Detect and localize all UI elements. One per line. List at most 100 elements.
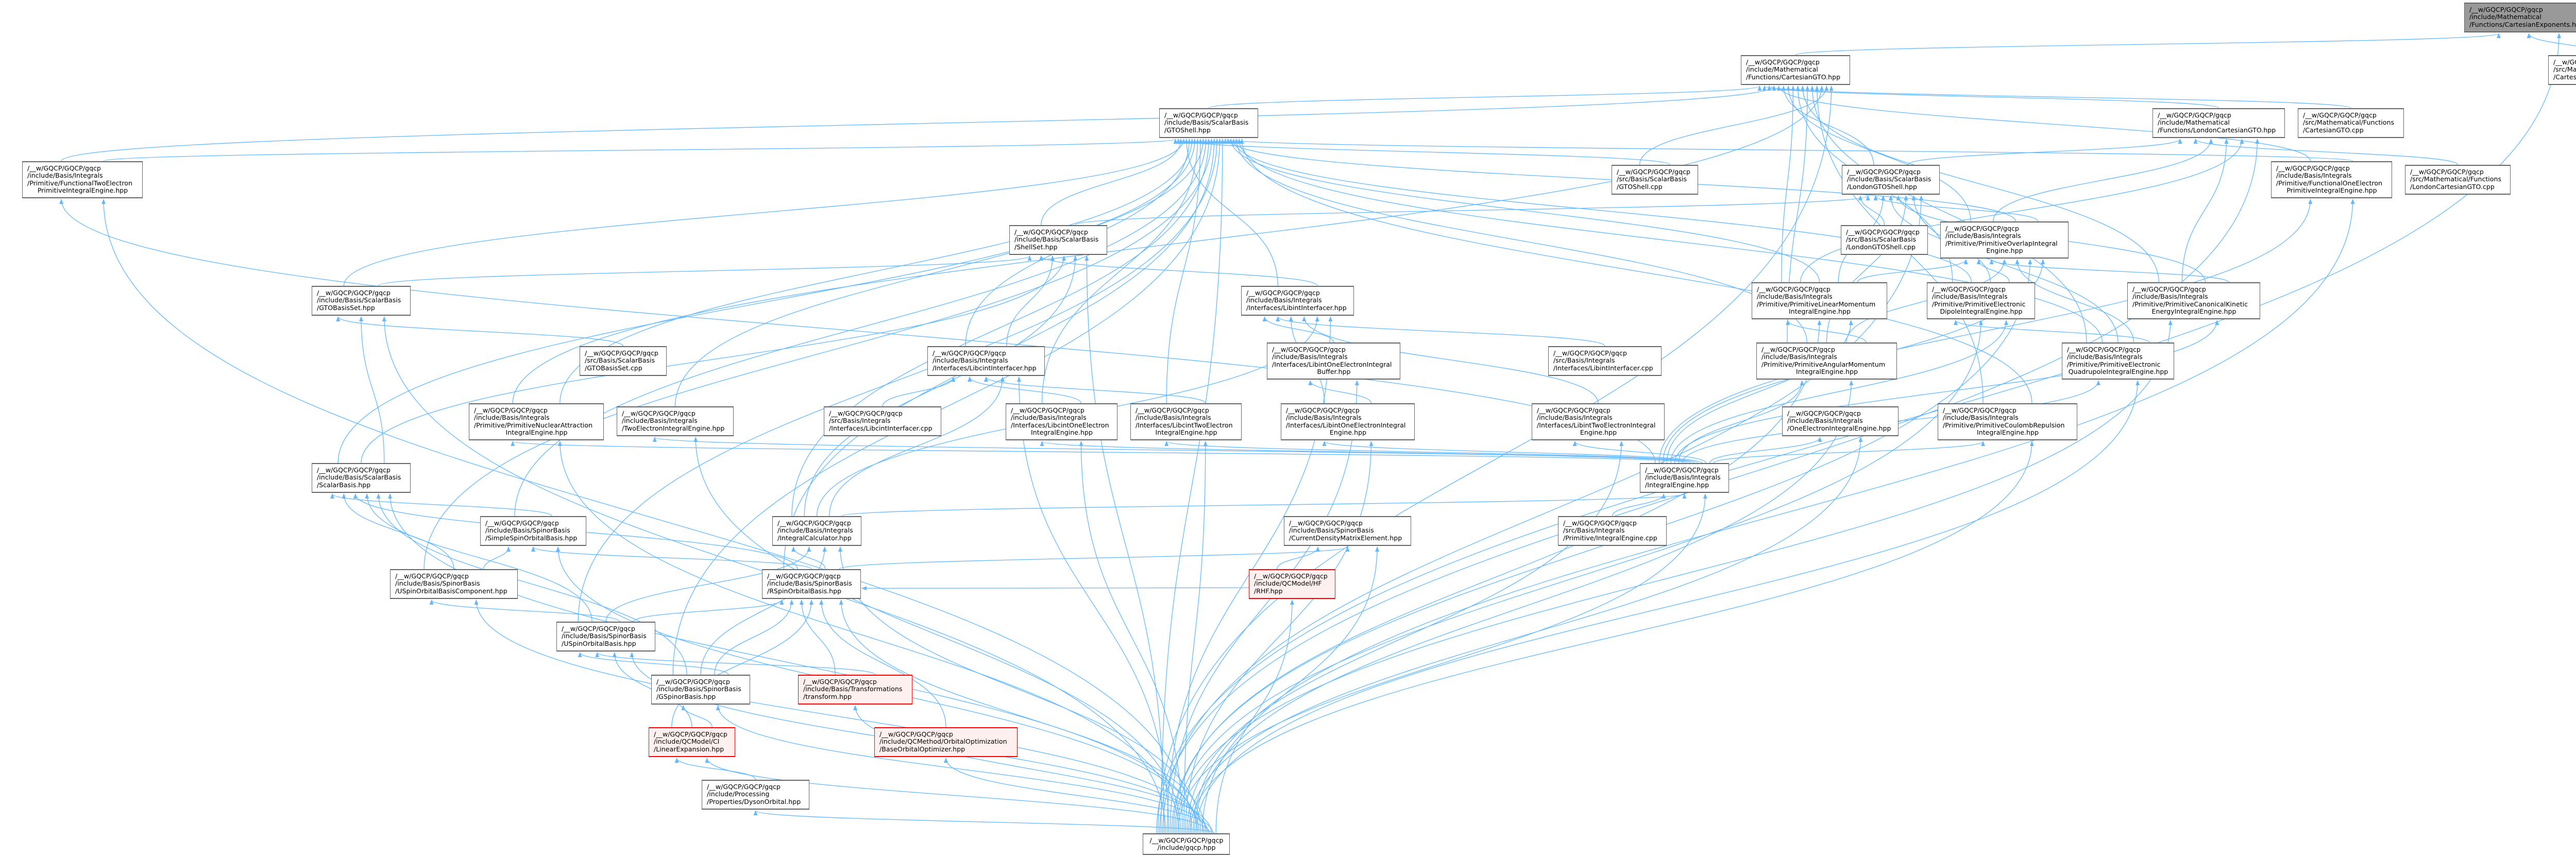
graph-node[interactable]: /__w/GQCP/GQCP/gqcp/include/Basis/Scalar… xyxy=(1842,165,1940,195)
graph-node[interactable]: /__w/GQCP/GQCP/gqcp/include/Basis/Spinor… xyxy=(390,569,518,599)
graph-node-label-line: /Interfaces/LibcintOneElectron xyxy=(1011,421,1109,429)
graph-node[interactable]: /__w/GQCP/GQCP/gqcp/include/Basis/Integr… xyxy=(1267,342,1400,380)
graph-node[interactable]: /__w/GQCP/GQCP/gqcp/src/Mathematical/Fun… xyxy=(2548,55,2576,85)
graph-node-label-line: /include/Basis/Integrals xyxy=(622,417,698,425)
graph-node[interactable]: /__w/GQCP/GQCP/gqcp/src/Mathematical/Fun… xyxy=(2298,108,2404,138)
include-edge-23-to-8 xyxy=(1826,195,1908,343)
graph-node-label-line: /TwoElectronIntegralEngine.hpp xyxy=(622,424,725,432)
graph-node-label-line: /include/Basis/Integrals xyxy=(474,414,550,422)
graph-node[interactable]: /__w/GQCP/GQCP/gqcp/src/Mathematical/Fun… xyxy=(2405,165,2511,195)
graph-node[interactable]: /__w/GQCP/GQCP/gqcp/include/Basis/Integr… xyxy=(1006,403,1117,440)
graph-node-label-line: /GTOShell.hpp xyxy=(1164,126,1211,134)
graph-node-label-line: /LondonGTOShell.hpp xyxy=(1847,182,1918,191)
graph-node[interactable]: /__w/GQCP/GQCP/gqcp/include/Basis/Integr… xyxy=(617,406,734,436)
graph-node-label-line: /include/Basis/Integrals xyxy=(1011,414,1087,422)
graph-node[interactable]: /__w/GQCP/GQCP/gqcp/include/Basis/Integr… xyxy=(772,516,861,546)
include-edge-35-to-25 xyxy=(511,441,1687,464)
graph-node-label-line: /LinearExpansion.hpp xyxy=(654,745,724,753)
graph-node[interactable]: /__w/GQCP/GQCP/gqcp/src/Basis/Integrals/… xyxy=(1558,516,1667,546)
graph-node-label-line: /include/Basis/Integrals xyxy=(1932,293,2008,301)
graph-node-label-line: Engine.hpp xyxy=(1580,428,1617,436)
graph-node[interactable]: /__w/GQCP/GQCP/gqcp/include/gqcp.hpp xyxy=(1143,833,1230,855)
graph-node-label-line: /src/Basis/Integrals xyxy=(1553,356,1615,365)
graph-node[interactable]: /__w/GQCP/GQCP/gqcp/include/Basis/Integr… xyxy=(1640,463,1729,493)
include-edge-11-to-8 xyxy=(1075,195,1870,226)
graph-node-label-line: IntegralEngine.hpp xyxy=(1789,307,1851,315)
graph-node[interactable]: /__w/GQCP/GQCP/gqcp/include/Basis/Integr… xyxy=(1130,403,1242,440)
include-edge-43-to-34 xyxy=(365,493,592,622)
graph-node[interactable]: /__w/GQCP/GQCP/gqcp/include/Basis/Integr… xyxy=(2271,161,2392,198)
graph-node[interactable]: /__w/GQCP/GQCP/gqcp/include/Basis/Integr… xyxy=(1532,403,1665,440)
graph-node[interactable]: /__w/GQCP/GQCP/gqcp/include/Mathematical… xyxy=(1741,55,1850,85)
graph-node[interactable]: /__w/GQCP/GQCP/gqcp/include/Basis/Integr… xyxy=(1241,286,1354,316)
include-edge-49-to-28 xyxy=(1079,441,1183,834)
include-edge-17-to-13 xyxy=(1976,259,2010,283)
graph-node[interactable]: /__w/GQCP/GQCP/gqcp/include/Basis/Integr… xyxy=(22,161,143,198)
graph-node[interactable]: /__w/GQCP/GQCP/gqcp/src/Basis/Integrals/… xyxy=(1548,346,1662,376)
include-edge-44-to-34 xyxy=(376,493,687,675)
graph-node[interactable]: /__w/GQCP/GQCP/gqcp/include/Processing/P… xyxy=(702,780,809,810)
graph-node-label-line: /include/Basis/Integrals xyxy=(1787,417,1863,425)
graph-node[interactable]: /__w/GQCP/GQCP/gqcp/include/Basis/Scalar… xyxy=(312,286,411,316)
graph-node-label-line: QuadrupoleIntegralEngine.hpp xyxy=(2068,367,2168,375)
graph-node[interactable]: /__w/GQCP/GQCP/gqcp/include/Basis/Integr… xyxy=(1927,282,2035,319)
graph-node[interactable]: /__w/GQCP/GQCP/gqcp/src/Basis/ScalarBasi… xyxy=(580,346,667,376)
graph-node-label-line: /__w/GQCP/GQCP/gqcp xyxy=(777,519,851,527)
graph-node-label-line: /__w/GQCP/GQCP/gqcp xyxy=(879,730,953,738)
graph-node[interactable]: /__w/GQCP/GQCP/gqcp/include/Basis/Integr… xyxy=(1938,403,2077,440)
graph-node-label-line: Engine.hpp xyxy=(1986,246,2023,254)
graph-node[interactable]: /__w/GQCP/GQCP/gqcp/include/Basis/Integr… xyxy=(1281,403,1415,440)
graph-node[interactable]: /__w/GQCP/GQCP/gqcp/include/Basis/Spinor… xyxy=(556,622,655,652)
graph-node[interactable]: /__w/GQCP/GQCP/gqcp/include/Mathematical… xyxy=(2153,108,2285,138)
graph-node[interactable]: /__w/GQCP/GQCP/gqcp/include/QCMethod/Orb… xyxy=(874,727,1018,757)
graph-node[interactable]: /__w/GQCP/GQCP/gqcp/include/Basis/Transf… xyxy=(798,675,912,705)
graph-node[interactable]: /__w/GQCP/GQCP/gqcp/include/Basis/Integr… xyxy=(927,346,1045,376)
graph-node[interactable]: /__w/GQCP/GQCP/gqcp/include/Basis/Scalar… xyxy=(1159,108,1258,138)
graph-node[interactable]: /__w/GQCP/GQCP/gqcp/include/Basis/Scalar… xyxy=(1009,225,1107,255)
include-edge-48-to-46 xyxy=(674,758,756,780)
graph-node-label-line: /include/Basis/Integrals xyxy=(2132,293,2208,301)
graph-node-label-line: /Properties/DysonOrbital.hpp xyxy=(707,797,801,805)
include-edge-7-to-1 xyxy=(1639,85,1829,165)
graph-node-label-line: /__w/GQCP/GQCP/gqcp xyxy=(1847,168,1921,176)
graph-node[interactable]: /__w/GQCP/GQCP/gqcp/include/Basis/Spinor… xyxy=(480,516,586,546)
graph-node-label-line: /Primitive/FunctionalTwoElectron xyxy=(27,179,132,187)
graph-node-root[interactable]: /__w/GQCP/GQCP/gqcp/include/Mathematical… xyxy=(2464,3,2576,32)
graph-node[interactable]: /__w/GQCP/GQCP/gqcp/include/Basis/Integr… xyxy=(1940,221,2069,259)
graph-node-label-line: /__w/GQCP/GQCP/gqcp xyxy=(1553,349,1627,357)
include-edge-35-to-23 xyxy=(1678,380,1804,464)
graph-node[interactable]: /__w/GQCP/GQCP/gqcp/include/Basis/Spinor… xyxy=(762,569,861,599)
graph-node[interactable]: /__w/GQCP/GQCP/gqcp/include/Basis/Integr… xyxy=(469,403,604,440)
graph-node[interactable]: /__w/GQCP/GQCP/gqcp/include/Basis/Spinor… xyxy=(651,675,750,705)
include-edge-18-to-1 xyxy=(1800,85,2159,283)
include-edge-7-to-3 xyxy=(1176,139,1671,165)
graph-node[interactable]: /__w/GQCP/GQCP/gqcp/include/QCModel/HF/R… xyxy=(1249,569,1335,599)
graph-node-label-line: /__w/GQCP/GQCP/gqcp xyxy=(1136,406,1209,414)
graph-node-label-line: /include/Basis/SpinorBasis xyxy=(562,632,647,640)
include-edge-49-to-47 xyxy=(944,758,1213,834)
graph-node-label-line: /Functions/CartesianExponents.hpp xyxy=(2469,20,2576,28)
graph-node[interactable]: /__w/GQCP/GQCP/gqcp/include/Basis/Integr… xyxy=(2062,342,2174,380)
graph-node-label-line: /__w/GQCP/GQCP/gqcp xyxy=(317,289,391,297)
graph-node[interactable]: /__w/GQCP/GQCP/gqcp/src/Basis/Integrals/… xyxy=(824,406,941,436)
graph-node[interactable]: /__w/GQCP/GQCP/gqcp/include/Basis/Spinor… xyxy=(1284,516,1411,546)
graph-node[interactable]: /__w/GQCP/GQCP/gqcp/include/Basis/Integr… xyxy=(1756,342,1897,380)
graph-node-label-line: /include/Basis/SpinorBasis xyxy=(656,685,741,693)
graph-node-label-line: /include/Basis/SpinorBasis xyxy=(485,526,570,535)
graph-node-label-line: /src/Mathematical/Functions xyxy=(2410,175,2502,183)
graph-node[interactable]: /__w/GQCP/GQCP/gqcp/src/Basis/ScalarBasi… xyxy=(1841,225,1928,255)
graph-node[interactable]: /__w/GQCP/GQCP/gqcp/include/Basis/Scalar… xyxy=(312,463,411,493)
graph-node[interactable]: /__w/GQCP/GQCP/gqcp/include/Basis/Integr… xyxy=(1752,282,1887,319)
graph-node-label-line: /include/QCModel/CI xyxy=(654,738,720,746)
include-edge-35-to-9 xyxy=(1658,199,2313,464)
include-edge-8-to-4 xyxy=(1907,139,2182,165)
graph-node[interactable]: /__w/GQCP/GQCP/gqcp/include/QCModel/CI/L… xyxy=(649,727,735,757)
graph-node[interactable]: /__w/GQCP/GQCP/gqcp/include/Basis/Integr… xyxy=(1782,406,1899,436)
graph-node-label-line: /include/Basis/Integrals xyxy=(1761,353,1837,361)
graph-node[interactable]: /__w/GQCP/GQCP/gqcp/src/Basis/ScalarBasi… xyxy=(1612,165,1698,195)
include-edge-35-to-32 xyxy=(1709,437,1822,464)
include-edge-6-to-3 xyxy=(103,139,1177,162)
graph-node-label-line: /CartesianExponents.cpp xyxy=(2553,73,2576,81)
graph-node-label-line: IntegralEngine.hpp xyxy=(1155,428,1217,436)
graph-node[interactable]: /__w/GQCP/GQCP/gqcp/include/Basis/Integr… xyxy=(2127,282,2260,319)
